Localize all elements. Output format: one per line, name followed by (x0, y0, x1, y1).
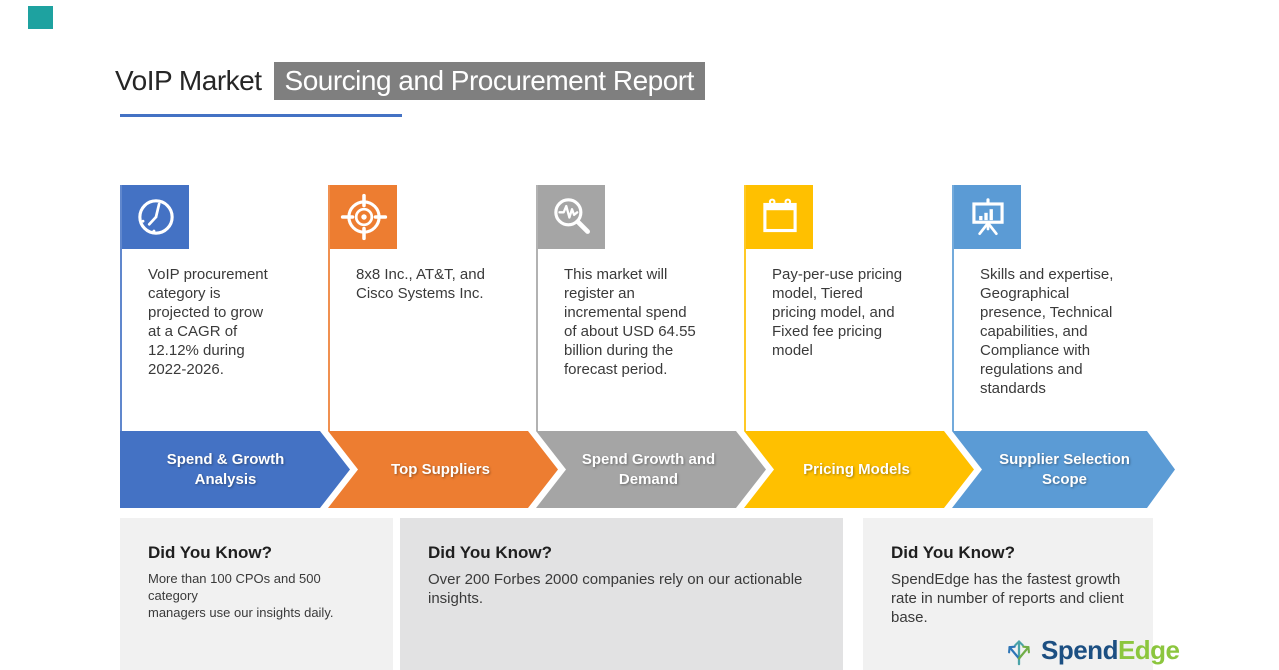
supplier-selection-icon-box (954, 185, 1021, 249)
process-chevron-row (120, 431, 1175, 508)
banner-label-supplier-selection: Supplier Selection Scope (999, 450, 1130, 488)
did-you-know-box-2: Did You Know? Over 200 Forbes 2000 compa… (400, 518, 843, 670)
did-you-know-box-1: Did You Know? More than 100 CPOs and 500… (120, 518, 393, 670)
spend-growth-icon-box (122, 185, 189, 249)
magnifier-pulse-icon (553, 198, 590, 234)
calendar-icon (762, 198, 797, 233)
spendedge-logo-icon (1008, 640, 1030, 666)
spendedge-logo: SpendEdge (1002, 633, 1180, 667)
did-you-know-heading: Did You Know? (891, 543, 1016, 562)
banner-label-spend-growth: Spend & Growth Analysis (166, 450, 285, 488)
banner-label-pricing-models: Pricing Models (803, 460, 910, 478)
column-divider (744, 185, 746, 431)
column-text-spend-demand: This market will register an incremental… (564, 266, 696, 378)
logo-text-spend: Spend (1041, 634, 1118, 665)
did-you-know-heading: Did You Know? (148, 543, 273, 562)
banner-arrow-spend-growth (120, 431, 350, 508)
target-icon (340, 193, 387, 241)
corner-accent-square (28, 6, 53, 29)
banner-label-top-suppliers: Top Suppliers (391, 460, 490, 478)
column-text-top-suppliers: 8x8 Inc., AT&T, and Cisco Systems Inc. (356, 266, 485, 302)
did-you-know-text: Over 200 Forbes 2000 companies rely on o… (428, 571, 803, 607)
column-text-spend-growth: VoIP procurement category is projected t… (148, 266, 268, 378)
banner-label-spend-demand: Spend Growth and Demand (581, 450, 716, 488)
page-title: VoIP Market Sourcing and Procurement Rep… (115, 60, 705, 102)
did-you-know-heading: Did You Know? (428, 543, 553, 562)
did-you-know-text: SpendEdge has the fastest growth rate in… (891, 571, 1124, 626)
banner-arrow-pricing-models (744, 431, 974, 508)
banner-arrow-supplier-selection (952, 431, 1175, 508)
banner-arrow-spend-demand (536, 431, 766, 508)
did-you-know-box-3: Did You Know? SpendEdge has the fastest … (863, 518, 1153, 670)
pricing-models-icon-box (746, 185, 813, 249)
title-highlight: Sourcing and Procurement Report (273, 62, 705, 100)
column-divider (952, 185, 954, 431)
presentation-chart-icon (971, 198, 1004, 236)
clock-icon (137, 199, 174, 235)
column-text-supplier-selection: Skills and expertise, Geographical prese… (980, 266, 1114, 397)
column-text-pricing-models: Pay-per-use pricing model, Tiered pricin… (772, 266, 903, 359)
banner-arrow-top-suppliers (328, 431, 558, 508)
column-divider (120, 185, 122, 431)
spend-demand-icon-box (538, 185, 605, 249)
title-prefix: VoIP Market (115, 65, 262, 96)
title-underline (120, 114, 402, 117)
column-divider (328, 185, 330, 431)
did-you-know-text: More than 100 CPOs and 500 category mana… (148, 571, 334, 620)
top-suppliers-icon-box (330, 185, 397, 249)
logo-text-edge: Edge (1117, 634, 1180, 665)
column-divider (536, 185, 538, 431)
